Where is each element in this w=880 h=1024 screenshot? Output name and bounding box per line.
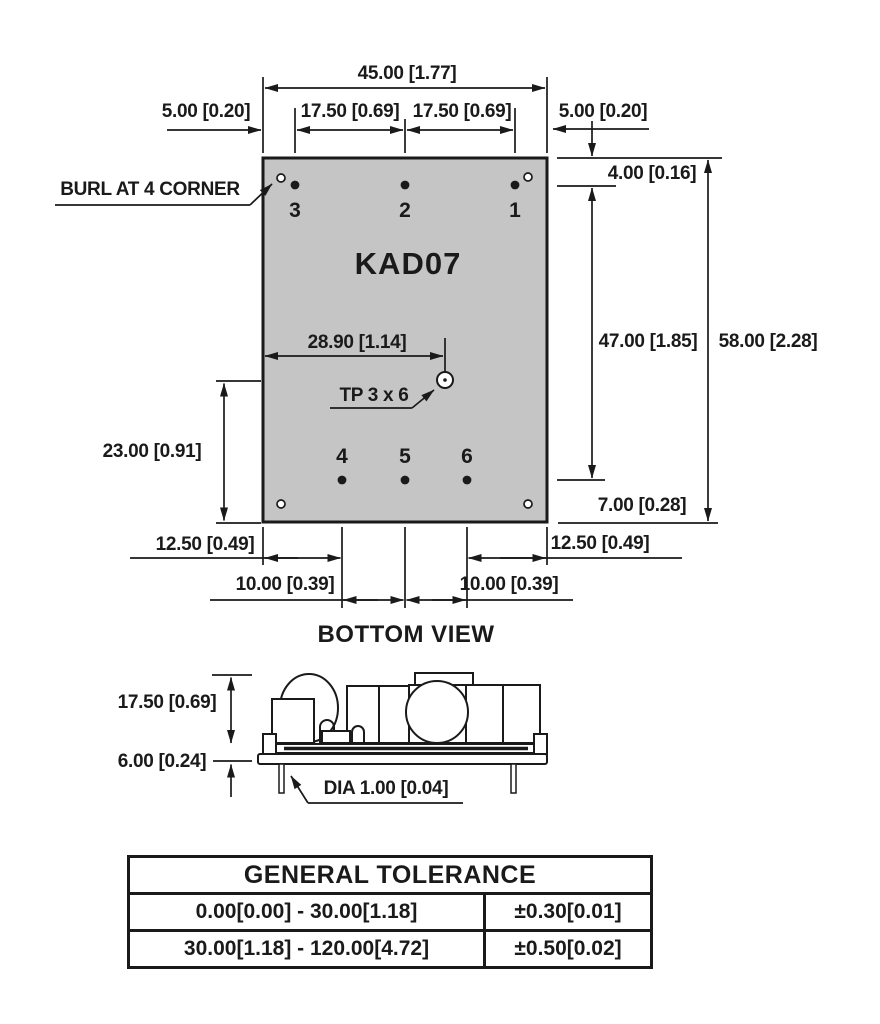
dim-bottom-pitch-right: 10.00 [0.39] xyxy=(459,574,559,595)
pin-label-6: 6 xyxy=(461,445,473,468)
pin-dot-5 xyxy=(400,475,410,485)
tolerance-table-title: GENERAL TOLERANCE xyxy=(130,858,650,895)
dim-edge-left: 5.00 [0.20] xyxy=(161,101,251,122)
burl-leader-arrow xyxy=(249,183,273,206)
module-label: KAD07 xyxy=(354,246,462,281)
pin-right xyxy=(510,763,517,794)
dim-bottom-pitch-left: 10.00 [0.39] xyxy=(235,574,335,595)
pin-dot-3 xyxy=(290,180,300,190)
burl-hole xyxy=(523,499,533,509)
burl-hole xyxy=(276,173,286,183)
tolerance-table: GENERAL TOLERANCE 0.00[0.00] - 30.00[1.1… xyxy=(127,855,653,969)
standoff-left xyxy=(262,733,277,755)
pin-dot-4 xyxy=(337,475,347,485)
test-point-marker xyxy=(436,371,454,389)
tp-note: TP 3 x 6 xyxy=(339,385,409,406)
tolerance-range: 0.00[0.00] - 30.00[1.18] xyxy=(130,895,486,929)
board-outline xyxy=(261,156,549,524)
pin-dot-2 xyxy=(400,180,410,190)
tp-leader-arrow xyxy=(411,389,435,409)
pin-dot-1 xyxy=(510,180,520,190)
table-row: 30.00[1.18] - 120.00[4.72] ±0.50[0.02] xyxy=(130,932,650,966)
dim-tp-from-left: 28.90 [1.14] xyxy=(307,332,407,353)
dim-top-to-pin-row: 4.00 [0.16] xyxy=(607,163,697,184)
side-view-drawing xyxy=(257,672,548,794)
pin-dot-6 xyxy=(462,475,472,485)
standoff-right xyxy=(533,733,548,755)
table-row: 0.00[0.00] - 30.00[1.18] ±0.30[0.01] xyxy=(130,895,650,932)
baseplate xyxy=(257,753,548,765)
small-component xyxy=(321,730,351,744)
pin-dots xyxy=(290,180,520,485)
dim-pin-row-span: 47.00 [1.85] xyxy=(598,331,698,352)
pin-label-5: 5 xyxy=(399,445,411,468)
burl-hole xyxy=(276,499,286,509)
burl-corner-holes xyxy=(276,172,533,509)
pin-label-4: 4 xyxy=(336,445,348,468)
pin-label-1: 1 xyxy=(509,199,521,222)
dim-edge-right: 5.00 [0.20] xyxy=(558,101,648,122)
leader-lines xyxy=(55,183,463,804)
dim-bottom-edge-right: 12.50 [0.49] xyxy=(550,533,650,554)
dim-bottom-edge-left: 12.50 [0.49] xyxy=(155,534,255,555)
dim-pin-length: 6.00 [0.24] xyxy=(117,751,207,772)
dimension-lines xyxy=(130,77,722,608)
dia-note: DIA 1.00 [0.04] xyxy=(323,778,449,799)
dim-total-width: 45.00 [1.77] xyxy=(357,63,457,84)
dim-component-height: 17.50 [0.69] xyxy=(117,692,217,713)
side-view-dimension-lines xyxy=(212,674,252,797)
dim-pitch-top-right: 17.50 [0.69] xyxy=(412,101,512,122)
dim-total-height: 58.00 [2.28] xyxy=(718,331,818,352)
burl-hole xyxy=(523,172,533,182)
dim-pin-to-bottom: 7.00 [0.28] xyxy=(597,495,687,516)
wire-loop xyxy=(351,725,365,743)
wire-loop xyxy=(319,719,335,743)
toroid-inductor xyxy=(405,680,469,744)
tolerance-range: 30.00[1.18] - 120.00[4.72] xyxy=(130,932,486,966)
tolerance-value: ±0.50[0.02] xyxy=(514,937,622,960)
dim-pitch-top-left: 17.50 [0.69] xyxy=(300,101,400,122)
view-title: BOTTOM VIEW xyxy=(317,621,495,648)
burl-note: BURL AT 4 CORNER xyxy=(60,179,240,200)
pin-label-3: 3 xyxy=(289,199,301,222)
pin-label-2: 2 xyxy=(399,199,411,222)
tolerance-value: ±0.30[0.01] xyxy=(514,900,622,923)
front-component-block xyxy=(271,698,315,744)
dim-tp-to-bottom: 23.00 [0.91] xyxy=(102,441,202,462)
pin-left xyxy=(278,763,285,794)
dia-leader-arrow xyxy=(290,775,309,804)
